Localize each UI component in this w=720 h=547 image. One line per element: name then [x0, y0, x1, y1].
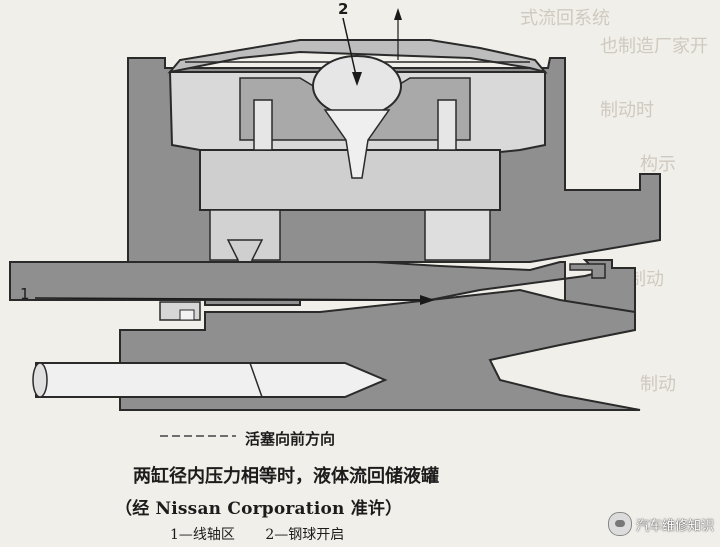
legend-item-1: 1—线轴区: [170, 527, 235, 543]
background-text: 也制造厂家开: [600, 36, 708, 57]
callout-2-arrowhead: [352, 72, 362, 86]
wechat-icon: [607, 512, 632, 536]
callout-2-leader: [342, 17, 358, 81]
legend: 1—线轴区 2—钢球开启: [170, 524, 370, 544]
background-text: 制动: [640, 374, 676, 395]
callout-1: 1: [20, 285, 30, 303]
background-text: 构示: [640, 154, 676, 175]
upward-arrow-head: [394, 8, 402, 20]
rod-line: [249, 362, 263, 398]
reservoir-cap: [167, 39, 548, 74]
rod-end: [32, 362, 48, 398]
lower-chamber-right: [424, 209, 491, 261]
callout-2: 2: [338, 0, 349, 18]
left-port: [253, 99, 273, 151]
figure-caption: 两缸径内压力相等时，液体流回储液罐: [133, 466, 439, 487]
ball-seat: [323, 109, 391, 179]
background-text: 制动时: [600, 100, 654, 121]
watermark-text: 汽车维修知识: [635, 518, 714, 534]
housing-notch: [569, 263, 606, 279]
permission-note: （经 Nissan Corporation 准许）: [115, 499, 403, 519]
seal-block-small: [179, 309, 195, 321]
flow-arrow-line: [34, 297, 421, 301]
watermark: 汽车维修知识: [607, 512, 714, 536]
direction-caption: 活塞向前方向: [245, 430, 336, 448]
flow-arrow-head: [420, 295, 435, 305]
legend-item-2: 2—钢球开启: [265, 527, 345, 543]
piston-rod: [35, 362, 388, 398]
right-port: [437, 99, 457, 151]
background-text: 式流回系统: [520, 8, 610, 29]
